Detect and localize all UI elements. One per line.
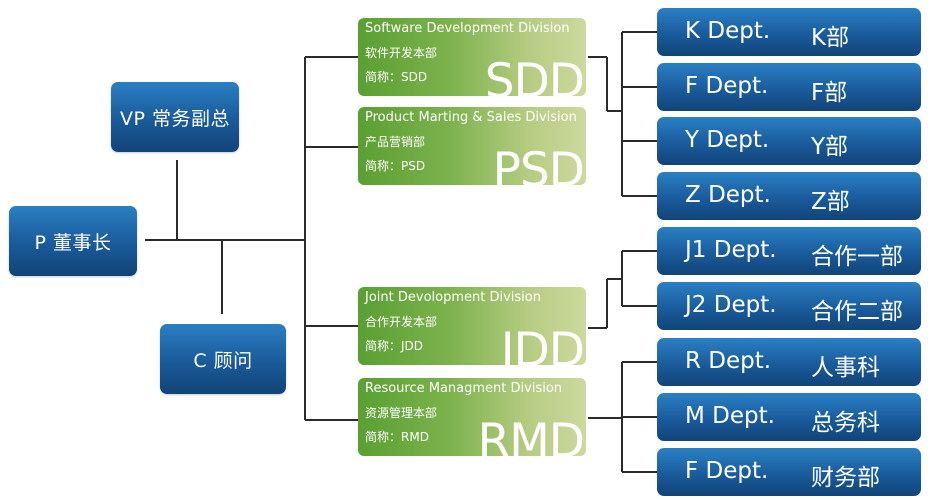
division-name-cn: 软件开发本部	[365, 46, 438, 60]
division-code: RMD	[477, 414, 585, 456]
dept-f: F Dept. F部	[657, 63, 921, 111]
dept-j2: J2 Dept. 合作二部	[657, 282, 921, 330]
dept-name-en: F Dept.	[685, 458, 769, 484]
president-box: P 董事长	[9, 206, 137, 276]
dept-name-cn: 合作一部	[811, 244, 903, 270]
dept-name-cn: 总务科	[811, 410, 880, 436]
dept-name-en: M Dept.	[685, 403, 775, 429]
dept-name-en: R Dept.	[685, 348, 772, 374]
dept-name-en: J2 Dept.	[685, 292, 777, 318]
dept-name-cn: F部	[811, 80, 848, 106]
division-name-en: Resource Managment Division	[365, 381, 563, 396]
dept-name-cn: 合作二部	[811, 299, 903, 325]
division-name-en: Joint Devolopment Division	[365, 290, 541, 305]
division-abbr: 简称：RMD	[365, 430, 429, 444]
dept-r: R Dept. 人事科	[657, 338, 921, 386]
dept-name-cn: 人事科	[811, 355, 880, 381]
dept-name-en: F Dept.	[685, 73, 769, 99]
division-rmd: Resource Managment Division 资源管理本部 简称：RM…	[358, 378, 586, 456]
counselor-box: C 顾问	[160, 324, 286, 394]
dept-m: M Dept. 总务科	[657, 393, 921, 441]
dept-name-cn: Y部	[811, 134, 849, 160]
division-name-cn: 资源管理本部	[365, 406, 438, 420]
dept-name-cn: Z部	[811, 189, 850, 215]
dept-name-en: K Dept.	[685, 18, 771, 44]
division-abbr: 简称：PSD	[365, 159, 426, 173]
division-name-en: Software Development Division	[365, 21, 570, 36]
dept-name-cn: 财务部	[811, 465, 880, 491]
division-abbr: 简称：SDD	[365, 70, 428, 84]
dept-k: K Dept. K部	[657, 8, 921, 56]
president-label: P 董事长	[34, 231, 112, 254]
dept-j1: J1 Dept. 合作一部	[657, 227, 921, 275]
division-code: PSD	[492, 143, 585, 185]
dept-z: Z Dept. Z部	[657, 172, 921, 220]
dept-name-cn: K部	[811, 25, 850, 51]
division-psd: Product Marting & Sales Division 产品营销部 简…	[358, 107, 586, 185]
vp-label: VP 常务副总	[120, 107, 230, 130]
division-name-cn: 产品营销部	[365, 135, 426, 149]
vp-box: VP 常务副总	[111, 82, 239, 152]
division-abbr: 简称：JDD	[365, 339, 424, 353]
dept-name-en: J1 Dept.	[685, 237, 777, 263]
division-jdd: Joint Devolopment Division 合作开发本部 简称：JDD…	[358, 287, 586, 365]
counselor-label: C 顾问	[193, 349, 253, 372]
division-sdd: Software Development Division 软件开发本部 简称：…	[358, 18, 586, 96]
dept-name-en: Z Dept.	[685, 182, 771, 208]
division-name-en: Product Marting & Sales Division	[365, 110, 577, 125]
dept-f-finance: F Dept. 财务部	[657, 448, 921, 496]
division-name-cn: 合作开发本部	[365, 315, 438, 329]
division-code: SDD	[484, 54, 585, 96]
division-code: JDD	[500, 323, 585, 365]
dept-name-en: Y Dept.	[685, 127, 770, 153]
dept-y: Y Dept. Y部	[657, 117, 921, 165]
